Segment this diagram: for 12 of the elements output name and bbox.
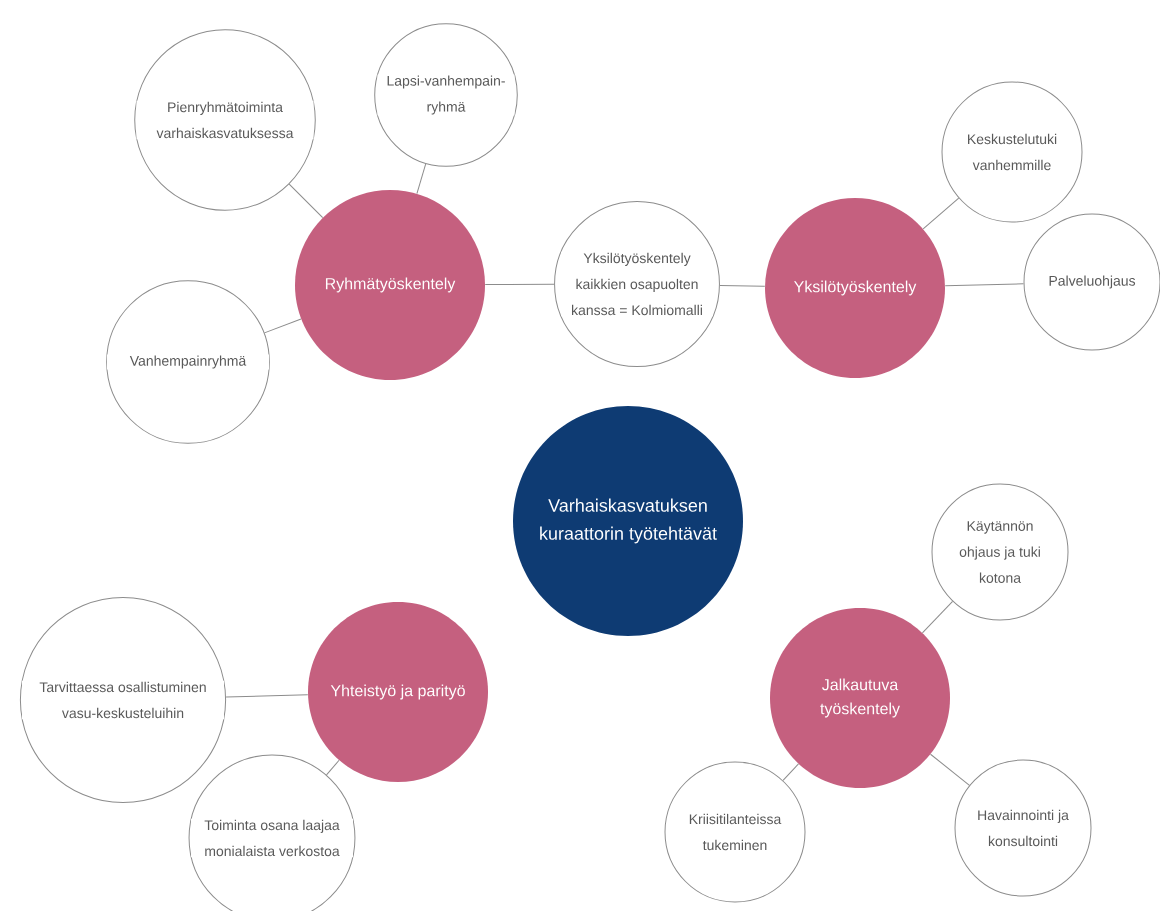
connector-line (921, 600, 954, 634)
connector-line (719, 285, 766, 287)
connector-line (288, 183, 324, 219)
connector-line (225, 694, 309, 698)
connector-line (416, 163, 427, 195)
connector-line (922, 197, 960, 230)
connector-line (263, 318, 302, 334)
connector-line (930, 753, 970, 786)
connector-line (782, 763, 799, 781)
connector-line (484, 283, 555, 286)
connector-line (944, 283, 1025, 287)
connector-line (326, 759, 340, 776)
